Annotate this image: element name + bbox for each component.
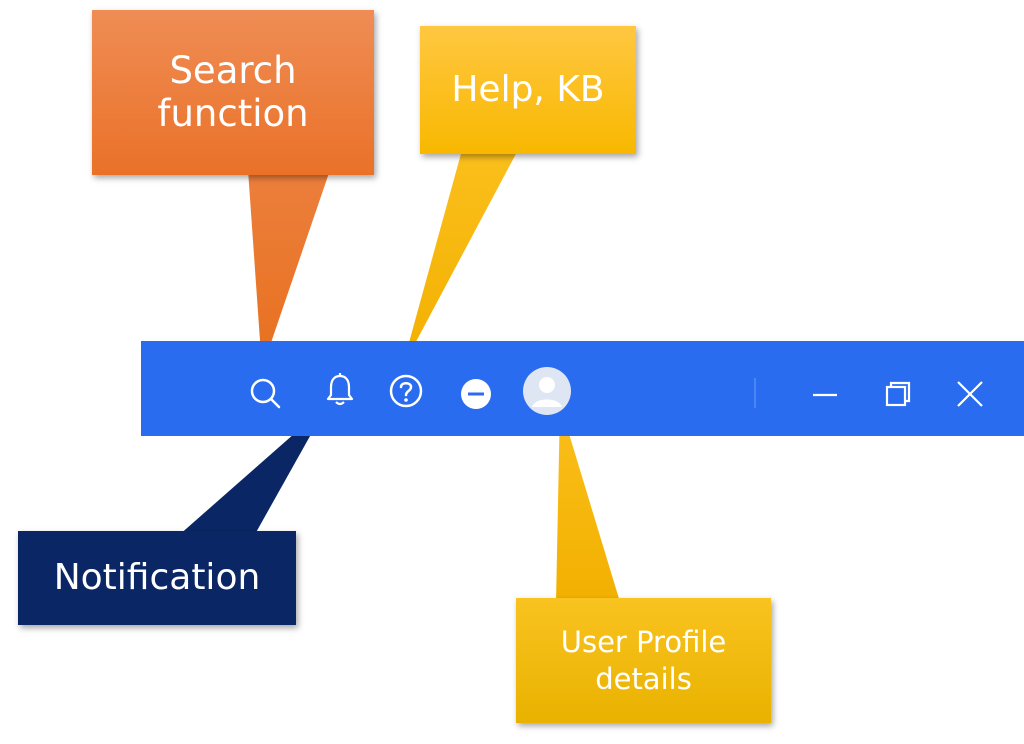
notification-callout-pointer — [178, 404, 328, 536]
close-icon[interactable] — [950, 374, 990, 414]
notification-callout: Notification — [18, 531, 296, 625]
profile-callout-text: User Profile details — [560, 625, 727, 696]
search-icon[interactable] — [245, 373, 285, 413]
minimize-icon[interactable] — [805, 374, 845, 414]
titlebar-divider — [750, 376, 760, 410]
search-callout-pointer — [248, 170, 330, 369]
help-callout-pointer — [402, 150, 518, 368]
more-icon[interactable] — [456, 374, 496, 414]
maximize-icon[interactable] — [877, 374, 917, 414]
profile-callout: User Profile details — [516, 598, 771, 723]
notification-callout-text: Notification — [53, 557, 261, 599]
profile-callout-pointer — [556, 404, 620, 602]
help-icon[interactable] — [386, 371, 426, 411]
title-bar — [141, 341, 1024, 436]
search-callout-text: Search function — [157, 48, 309, 135]
search-callout: Search function — [92, 10, 374, 175]
bell-icon[interactable] — [320, 370, 360, 410]
help-callout: Help, KB — [420, 26, 636, 154]
help-callout-text: Help, KB — [451, 69, 605, 111]
avatar-icon[interactable] — [522, 366, 572, 416]
